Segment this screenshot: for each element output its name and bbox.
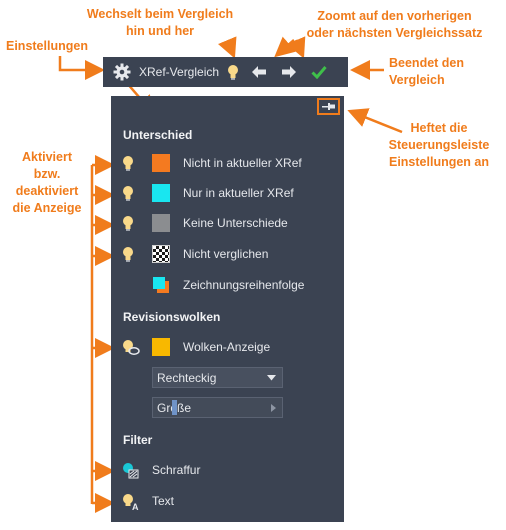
arrow-right-icon[interactable] [281, 65, 297, 79]
difference-row-draw-order: Zeichnungsreihenfolge [111, 274, 344, 298]
difference-row-not-in-current: Nicht in aktueller XRef [111, 152, 344, 176]
svg-text:A: A [132, 502, 139, 511]
callout-settings: Einstellungen [6, 39, 88, 53]
checkmark-icon[interactable] [311, 65, 327, 79]
difference-label: Keine Unterschiede [183, 216, 288, 230]
lightbulb-icon[interactable] [122, 155, 134, 176]
cloud-size-slider[interactable]: Größe [152, 397, 283, 418]
callout-pin: Heftet die Steuerungsleiste Einstellunge… [388, 121, 490, 169]
difference-row-only-in-current: Nur in aktueller XRef [111, 182, 344, 206]
arrow-left-icon[interactable] [251, 65, 267, 79]
difference-label: Nicht in aktueller XRef [183, 156, 302, 170]
draw-order-icon[interactable] [152, 276, 170, 294]
text-filter-icon[interactable]: A [122, 493, 140, 516]
slider-handle[interactable] [172, 400, 177, 415]
color-swatch[interactable] [152, 184, 170, 202]
lightbulb-icon[interactable] [122, 215, 134, 236]
chevron-right-icon [271, 404, 276, 412]
filter-row-text: A Text [111, 490, 344, 514]
cloud-shape-value: Rechteckig [157, 371, 217, 385]
callout-finish: Beendet den Vergleich [389, 56, 465, 87]
section-heading-difference: Unterschied [123, 128, 193, 142]
difference-label: Nur in aktueller XRef [183, 186, 294, 200]
difference-label: Zeichnungsreihenfolge [183, 278, 305, 292]
callout-toggle: Wechselt beim Vergleich hin und her [86, 7, 234, 38]
color-swatch[interactable] [152, 154, 170, 172]
cloud-shape-select[interactable]: Rechteckig [152, 367, 283, 388]
filter-row-hatch: Schraffur [111, 459, 344, 483]
chevron-down-icon [267, 375, 276, 381]
xref-compare-toolbar: XRef-Vergleich [103, 57, 348, 87]
filter-label: Text [152, 494, 175, 508]
cloud-display-row: Wolken-Anzeige [111, 336, 344, 360]
pin-button[interactable] [317, 98, 340, 115]
toolbar-title: XRef-Vergleich [139, 65, 220, 79]
callout-display: Aktiviert bzw. deaktiviert die Anzeige [12, 150, 82, 215]
lightbulb-icon[interactable] [122, 246, 134, 267]
section-heading-revision-clouds: Revisionswolken [123, 310, 221, 324]
difference-label: Nicht verglichen [183, 247, 269, 261]
lightbulb-icon[interactable] [227, 64, 239, 80]
callout-zoom: Zoomt auf den vorherigen oder nächsten V… [306, 9, 483, 40]
cloud-display-label: Wolken-Anzeige [183, 340, 271, 354]
color-swatch[interactable] [152, 214, 170, 232]
difference-row-not-compared: Nicht verglichen [111, 243, 344, 267]
difference-row-no-differences: Keine Unterschiede [111, 212, 344, 236]
hatch-filter-icon[interactable] [122, 462, 140, 484]
gear-icon[interactable] [113, 63, 131, 81]
filter-label: Schraffur [152, 463, 201, 477]
cloud-lightbulb-icon[interactable] [122, 339, 140, 361]
pin-icon [321, 103, 335, 110]
section-heading-filter: Filter [123, 433, 153, 447]
checkerboard-swatch[interactable] [152, 245, 170, 263]
compare-settings-panel: Unterschied Nicht in aktueller XRef Nur … [111, 96, 344, 522]
color-swatch[interactable] [152, 338, 170, 356]
lightbulb-icon[interactable] [122, 185, 134, 206]
